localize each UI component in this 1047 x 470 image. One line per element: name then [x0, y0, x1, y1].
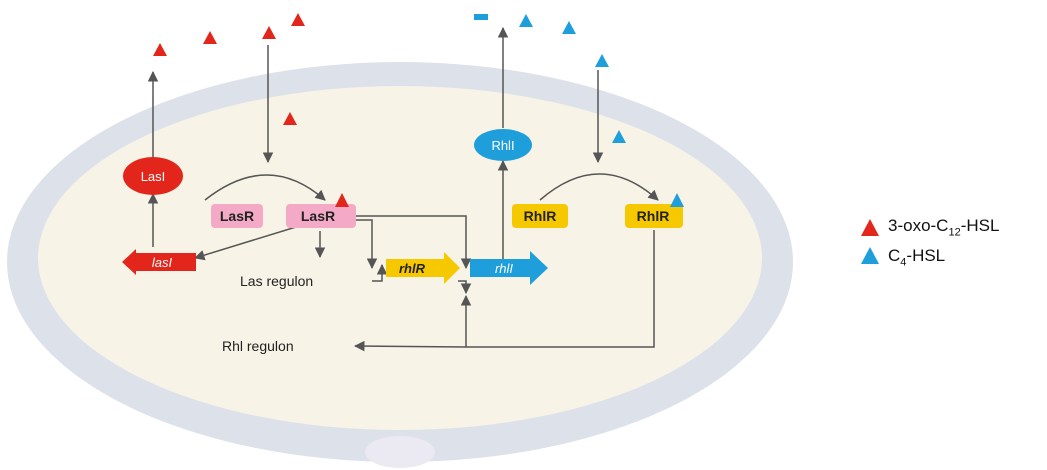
lasR-free-label: LasR — [220, 208, 254, 224]
legend-oxo-subscript: 12 — [948, 226, 961, 239]
rhlR-to-rhlI-arrow — [458, 280, 472, 295]
cytoplasm — [38, 86, 762, 430]
rhlR-bound — [625, 204, 683, 228]
rhl-regulon-label: Rhl regulon — [222, 338, 294, 354]
lasR-bound — [286, 204, 356, 228]
rhlI-gene — [470, 251, 548, 285]
rhlR-gene — [386, 252, 460, 284]
legend-item-oxo-c12-hsl: 3-oxo-C12-HSL — [888, 216, 999, 238]
c4-hsl-triangle — [612, 130, 626, 143]
rhlI-protein — [474, 129, 532, 161]
legend-c4-suffix: -HSL — [906, 246, 946, 265]
c4-hsl-triangle — [562, 21, 576, 34]
c4-hsl-molecules — [474, 14, 626, 143]
las-regulon-label: Las regulon — [240, 273, 313, 289]
lasI-protein — [123, 157, 183, 195]
lasR-bound-autoinducer — [335, 193, 349, 207]
legend-item-c4-hsl: C4-HSL — [888, 246, 945, 268]
oxo-c12-hsl-triangle — [203, 31, 217, 44]
rhlR-bound-autoinducer — [670, 193, 684, 207]
lasR-to-rhlR-arrow — [356, 219, 378, 270]
lasR-free — [211, 204, 263, 228]
rhlR-gene-label: rhlR — [399, 261, 426, 276]
c4-hsl-fragment — [474, 14, 488, 20]
lasR-binding-arrow — [204, 174, 326, 201]
rhlR-free-label: RhlR — [524, 208, 557, 224]
rhlI-gene-label: rhlI — [495, 261, 513, 276]
legend-c4-subscript: 4 — [900, 256, 907, 269]
legend-oxo-suffix: -HSL — [960, 216, 1000, 235]
legend-red-triangle-icon — [861, 219, 879, 236]
rhlR-output-line — [466, 230, 655, 348]
legend-c4-prefix: C — [888, 246, 901, 265]
rhlI-protein-label: RhlI — [491, 138, 514, 153]
lasR-bound-label: LasR — [301, 208, 335, 224]
lasR-to-rhlI-arrow — [356, 215, 472, 270]
lasI-protein-label: LasI — [141, 169, 166, 184]
c4-hsl-triangle — [519, 14, 533, 27]
legend-oxo-prefix: 3-oxo-C — [888, 216, 949, 235]
lasI-gene-label: lasI — [152, 255, 173, 270]
oxo-c12-hsl-triangle — [153, 43, 167, 56]
cell-notch — [365, 436, 435, 468]
oxo-c12-hsl-triangle — [291, 13, 305, 26]
to-rhl-regulon-arrow — [353, 340, 467, 352]
lasI-gene — [122, 249, 196, 275]
rhlR-bound-label: RhlR — [637, 208, 670, 224]
oxo-c12-hsl-molecules — [153, 13, 305, 125]
rhlR-binding-arrow — [539, 173, 659, 201]
oxo-c12-hsl-triangle — [262, 26, 276, 39]
c4-hsl-triangle — [595, 54, 609, 67]
lasR-to-lasI-arrow — [193, 226, 297, 261]
oxo-c12-hsl-triangle — [283, 112, 297, 125]
rhlR-free — [512, 204, 568, 228]
las-regulon-branch-arrow — [372, 263, 388, 282]
legend-blue-triangle-icon — [861, 247, 879, 264]
